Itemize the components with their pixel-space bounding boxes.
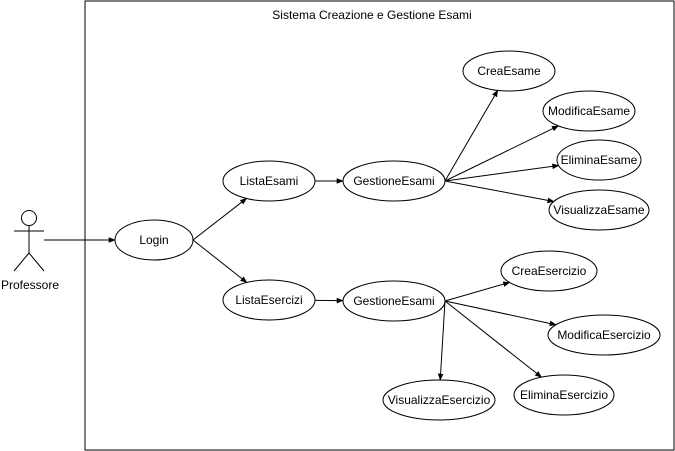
use-case-elimina-esame[interactable]: EliminaEsame <box>556 139 642 181</box>
use-case-modifica-esercizio[interactable]: ModificaEsercizio <box>547 314 661 356</box>
use-case-label: CreaEsercizio <box>512 264 587 278</box>
use-case-elimina-esercizio[interactable]: EliminaEsercizio <box>513 374 615 416</box>
use-case-label: VisualizzaEsame <box>553 203 644 217</box>
use-case-crea-esame[interactable]: CreaEsame <box>462 50 556 92</box>
use-case-crea-esercizio[interactable]: CreaEsercizio <box>500 250 598 292</box>
use-case-label: ListaEsercizi <box>235 293 302 307</box>
actor-left-leg <box>13 252 30 272</box>
association-arrow-gestione-esami-bottom-to-visualizza-esercizio <box>437 300 446 381</box>
actor-right-leg <box>28 252 45 272</box>
actor-professore[interactable]: Professore <box>1 210 59 293</box>
use-case-label: ModificaEsercizio <box>557 328 651 342</box>
use-case-label: CreaEsame <box>477 64 541 78</box>
use-case-label: ModificaEsame <box>548 104 630 118</box>
edges-layer <box>44 89 560 381</box>
actor-label: Professore <box>1 278 59 292</box>
association-arrow-login-to-lista-esercizi <box>192 239 248 283</box>
use-case-login[interactable]: Login <box>114 219 194 261</box>
system-title: Sistema Creazione e Gestione Esami <box>272 8 471 22</box>
use-case-label: Login <box>139 233 168 247</box>
association-arrow-gestione-esami-top-to-elimina-esame <box>444 163 560 182</box>
use-case-label: VisualizzaEsercizio <box>388 393 491 407</box>
association-arrow-gestione-esami-bottom-to-crea-esercizio <box>444 281 511 302</box>
use-case-gestione-esami-top[interactable]: GestioneEsami <box>342 160 446 202</box>
association-arrow-login-to-lista-esami <box>192 198 248 241</box>
actor-head <box>21 210 37 226</box>
use-case-visualizza-esercizio[interactable]: VisualizzaEsercizio <box>382 379 496 421</box>
use-case-label: GestioneEsami <box>353 294 434 308</box>
use-case-label: ListaEsami <box>240 174 299 188</box>
association-arrow-gestione-esami-bottom-to-elimina-esercizio <box>444 300 542 378</box>
association-arrow-gestione-esami-top-to-visualizza-esame <box>444 180 555 204</box>
use-case-label: GestioneEsami <box>353 174 434 188</box>
use-case-lista-esercizi[interactable]: ListaEsercizi <box>222 279 316 321</box>
use-case-label: EliminaEsercizio <box>520 388 608 402</box>
use-case-label: EliminaEsame <box>561 153 638 167</box>
use-case-modifica-esame[interactable]: ModificaEsame <box>542 90 636 132</box>
association-arrow-gestione-esami-bottom-to-modifica-esercizio <box>444 300 557 327</box>
association-arrow-gestione-esami-top-to-modifica-esame <box>444 125 559 182</box>
association-arrow-gestione-esami-top-to-crea-esame <box>444 89 499 182</box>
use-case-lista-esami[interactable]: ListaEsami <box>222 160 316 202</box>
use-case-gestione-esami-bottom[interactable]: GestioneEsami <box>342 280 446 322</box>
use-case-visualizza-esame[interactable]: VisualizzaEsame <box>548 189 650 231</box>
